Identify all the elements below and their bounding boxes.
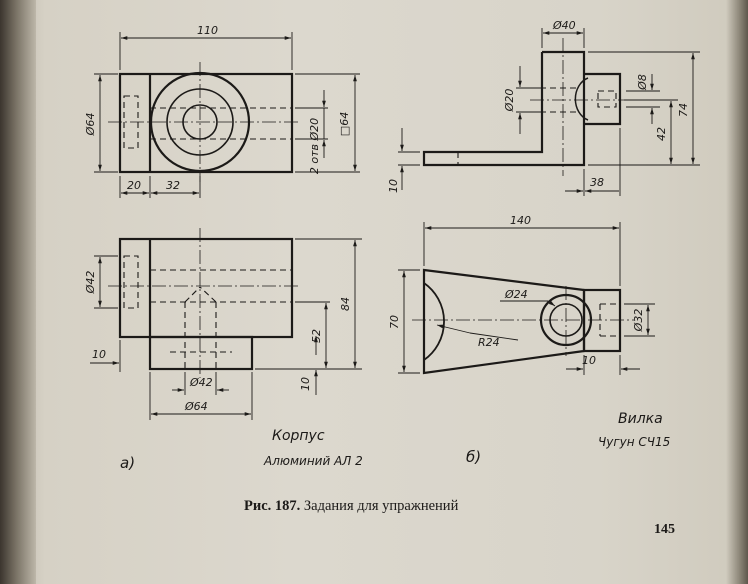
drawing-b-side-view	[422, 38, 632, 176]
drawing-b-side-dims	[398, 28, 700, 196]
dim-b-70: 70	[388, 315, 401, 329]
dim-b-74: 74	[677, 103, 690, 117]
dim-a-10-left: 10	[92, 348, 106, 361]
dim-b-10-width: 10	[582, 354, 596, 367]
label-a: а)	[120, 454, 135, 472]
dim-b-10-thick: 10	[387, 179, 400, 193]
part-a-title: Корпус	[272, 428, 325, 444]
figure-caption-text: Задания для упражнений	[303, 498, 459, 514]
dim-b-38: 38	[590, 176, 604, 189]
dim-a-dia64: Ø64	[84, 113, 97, 137]
page-number: 145	[654, 522, 675, 537]
dim-a-holes: 2 отв Ø20	[308, 118, 321, 174]
dim-b-dia24: Ø24	[504, 288, 528, 301]
drawing-b-top-view	[412, 268, 634, 375]
dim-a-front-dia42: Ø42	[84, 271, 97, 295]
label-b: б)	[466, 448, 481, 466]
dim-a-32: 32	[166, 179, 180, 192]
dim-b-42: 42	[655, 127, 668, 141]
drawing-a-top-dims	[94, 32, 360, 198]
dim-b-r24: R24	[478, 336, 500, 349]
dim-b-140: 140	[510, 214, 531, 227]
dim-a-10-right: 10	[299, 377, 312, 391]
dim-b-dia32: Ø32	[632, 309, 645, 333]
dim-a-base-dia64: Ø64	[184, 400, 208, 413]
page-edge-shadow	[726, 0, 748, 584]
drawing-b-top-dims	[398, 222, 655, 375]
dim-a-square64: □64	[338, 112, 351, 136]
figure-caption: Рис. 187. Задания для упражнений	[244, 498, 458, 515]
part-b-material: Чугун СЧ15	[598, 435, 670, 449]
part-a-material: Алюминий АЛ 2	[263, 454, 363, 468]
book-spine-shadow	[0, 0, 36, 584]
dim-a-52: 52	[310, 329, 323, 343]
dim-a-20: 20	[127, 179, 141, 192]
dim-b-dia40: Ø40	[552, 19, 576, 32]
dim-a-110: 110	[197, 24, 218, 37]
dim-a-84: 84	[339, 297, 352, 311]
drawing-a-top-view	[108, 62, 300, 182]
dim-b-dia8: Ø8	[636, 74, 649, 91]
figure-caption-prefix: Рис. 187.	[244, 498, 301, 514]
drawing-a-front-dims	[90, 238, 362, 420]
dim-a-base-dia42: Ø42	[189, 376, 213, 389]
part-b-title: Вилка	[618, 411, 663, 427]
dim-b-dia20: Ø20	[503, 89, 516, 113]
drawing-a-front-view	[108, 228, 300, 378]
